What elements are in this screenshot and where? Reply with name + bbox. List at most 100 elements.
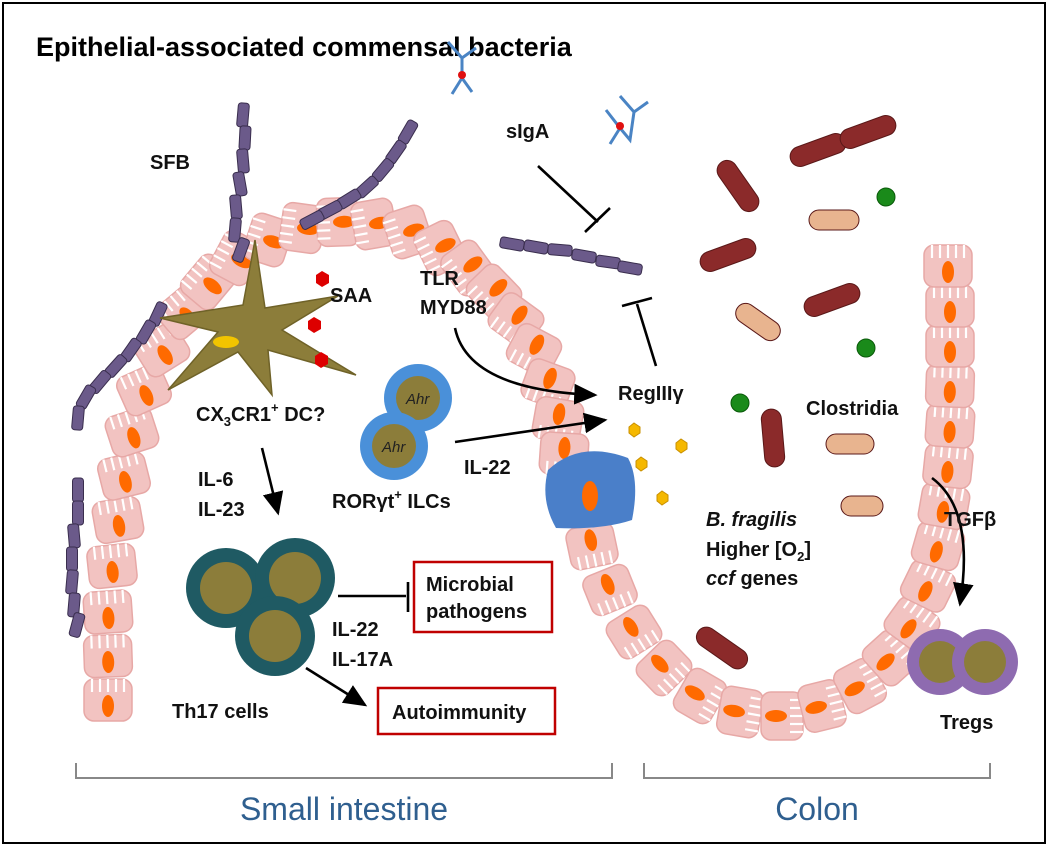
small-intestine-label: Small intestine [240, 791, 448, 827]
ccf-genes-label: ccf genes [706, 568, 798, 590]
inhibit-reg3g-sfb [621, 296, 658, 367]
bacterium-rod [760, 408, 786, 468]
inhibit-th17-pathogens [338, 582, 410, 612]
sfb-segment [299, 210, 325, 230]
epithelial-cell [82, 589, 134, 635]
colon-bacteria [695, 115, 897, 670]
cell-nucleus [102, 651, 115, 673]
sfb-segment [523, 239, 549, 255]
cell-nucleus [203, 277, 222, 295]
ror-gt-ilcs [360, 364, 452, 480]
cell-nucleus [112, 515, 126, 537]
sfb-segment [236, 102, 250, 128]
epithelial-cell [924, 363, 976, 409]
microbial-pathogens-box [412, 560, 554, 634]
epithelial-cell [83, 678, 133, 722]
saa-molecules [308, 271, 329, 368]
ilc-label: RORγt+ ILCs [332, 487, 451, 513]
sfb-segment [71, 405, 85, 431]
colon-label: Colon [775, 791, 859, 827]
arrow-ilc-to-reg3g [454, 412, 608, 444]
tregs-cells [907, 629, 1018, 695]
epithelial-cell [97, 451, 151, 501]
cell-nucleus [684, 685, 705, 701]
cell-nucleus [805, 701, 827, 714]
cell-nucleus [876, 653, 895, 671]
cell-nucleus [900, 619, 917, 639]
small-intestine-epithelium [82, 196, 590, 722]
bfragilis-label: B. fragilis [706, 509, 797, 531]
higher-o2-label: Higher [O2] [706, 539, 811, 564]
sfb-segment [72, 500, 84, 526]
siga-antibody-left [446, 41, 477, 95]
tregs-label: Tregs [940, 712, 993, 734]
sfb-segment [68, 612, 86, 638]
sfb-segment [571, 248, 597, 264]
cell-nucleus [463, 256, 483, 273]
epithelial-cell [605, 604, 663, 660]
microbial-label-line1: Microbial [426, 574, 514, 596]
sfb-segment [232, 237, 250, 263]
blue-intestinal-cell [545, 451, 636, 529]
cell-nucleus [584, 529, 598, 551]
cell-nucleus [333, 215, 355, 228]
ahr-label-bottom: Ahr [381, 439, 406, 456]
il6-label: IL-6 [198, 469, 234, 491]
cell-nucleus [106, 561, 119, 583]
cell-nucleus [623, 617, 639, 637]
epithelial-cell [91, 495, 145, 545]
epithelial-cell [910, 520, 966, 572]
th17-label: Th17 cells [172, 701, 269, 723]
cell-nucleus [918, 581, 933, 602]
bacterium-rod [808, 209, 860, 231]
bacterium-coccus [730, 393, 750, 413]
colon-epithelium [554, 244, 976, 741]
il22-ilc-label: IL-22 [464, 457, 511, 479]
cell-nucleus [723, 704, 745, 718]
cell-nucleus [944, 301, 956, 323]
cell-nucleus [435, 238, 456, 253]
bacterium-rod [839, 115, 897, 149]
siga-label: sIgA [506, 121, 549, 143]
diagram-arrows [260, 165, 974, 707]
cell-nucleus [102, 695, 114, 717]
cell-nucleus [529, 334, 545, 355]
epithelial-cell [797, 679, 847, 733]
bacterium-coccus [856, 338, 876, 358]
cell-nucleus [552, 403, 566, 425]
siga-antibody-right [604, 95, 649, 145]
epithelial-cell [565, 521, 619, 571]
microbial-label-line2: pathogens [426, 601, 527, 623]
cell-nucleus [942, 261, 954, 283]
cell-nucleus [943, 381, 956, 403]
cell-nucleus [157, 345, 173, 365]
cell-nucleus [651, 654, 669, 673]
epithelial-cell [104, 406, 160, 458]
reg3g-label: RegIIIγ [618, 383, 684, 405]
arrow-tlr-to-reg3g [453, 327, 598, 405]
sfb-segment [66, 546, 78, 572]
tlr-label: TLR [420, 268, 459, 290]
small-intestine-bracket [75, 763, 613, 779]
sfb-label: SFB [150, 152, 190, 174]
bacterium-coccus [876, 187, 896, 207]
dc-label: CX3CR1+ DC? [196, 400, 325, 429]
cell-nucleus [127, 427, 141, 449]
cell-nucleus [119, 471, 132, 493]
cell-nucleus [944, 341, 956, 363]
dc-nucleus [213, 336, 239, 348]
inhibit-siga-sfb [537, 165, 611, 233]
ahr-label-top: Ahr [405, 391, 430, 408]
epithelial-cell [760, 691, 804, 741]
sfb-segment [232, 171, 248, 197]
bacterium-rod [789, 133, 847, 167]
th17-cells [186, 538, 335, 676]
bacterium-rod [825, 433, 875, 455]
il22-th17-label: IL-22 [332, 619, 379, 641]
epithelial-cell [82, 633, 134, 679]
epithelial-cell [582, 563, 638, 617]
sfb-segment [72, 477, 84, 503]
sfb-segment [595, 254, 621, 270]
